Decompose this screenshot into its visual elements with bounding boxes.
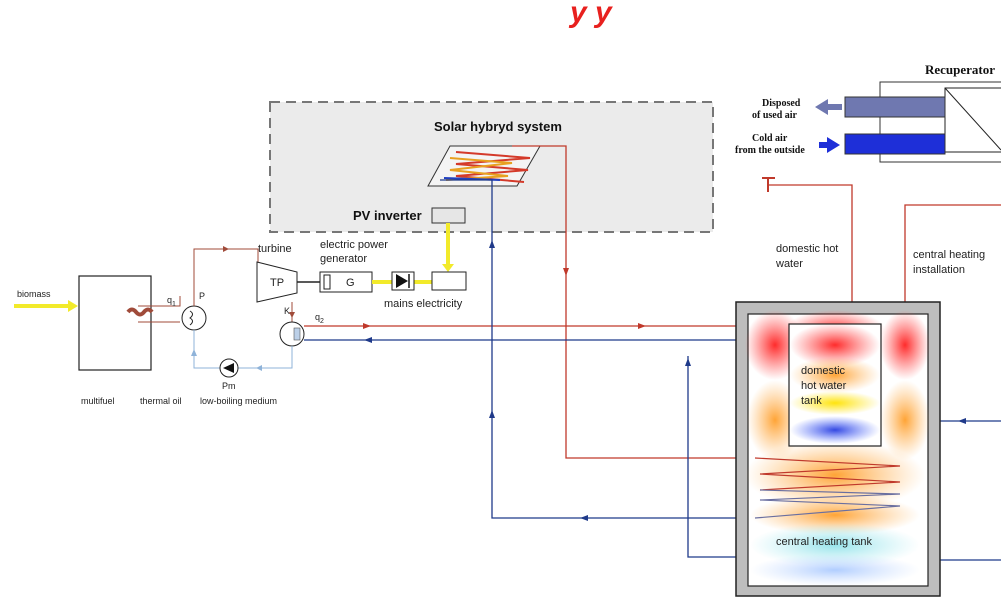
orc-cold-line xyxy=(193,330,293,369)
p-label: P xyxy=(199,291,205,301)
electric-arrow-down xyxy=(442,264,454,272)
recuperator-label: Recuperator xyxy=(925,62,995,77)
title-fragment: y y xyxy=(568,0,613,29)
multifuel-label: multifuel xyxy=(81,396,115,406)
pv-inverter-label: PV inverter xyxy=(353,208,422,223)
epg-label-2: generator xyxy=(320,253,367,265)
low-boiling-label: low-boiling medium xyxy=(200,396,277,406)
biomass-label: biomass xyxy=(17,289,51,299)
solar-system-label: Solar hybryd system xyxy=(434,119,562,134)
solar-hot-pipe xyxy=(512,145,755,459)
solar-coil-in-tank xyxy=(754,457,901,491)
evaporator-p xyxy=(181,305,207,331)
multifuel-boiler xyxy=(78,275,152,371)
k-label: K xyxy=(284,306,290,316)
dhw-tank-label-2: hot water xyxy=(801,380,847,392)
biomass-arrow xyxy=(68,300,78,312)
q1-label: q1 xyxy=(167,295,176,308)
chi-label-1: central heating xyxy=(913,249,985,261)
cold-air-arrow xyxy=(819,137,840,153)
turbine-tp-label: TP xyxy=(270,277,284,289)
turbine-tp xyxy=(256,261,298,303)
pv-inverter-box xyxy=(431,207,466,224)
used-air-duct xyxy=(845,97,945,117)
central-heating-return-pipe xyxy=(687,356,755,558)
boiler-coil xyxy=(126,307,154,317)
solar-coil-warm xyxy=(445,157,513,181)
return-coil-in-tank xyxy=(754,489,901,519)
dhw-temperature-gradient xyxy=(790,323,880,444)
mains-box xyxy=(431,271,467,291)
solar-cold-pipe xyxy=(440,179,755,519)
cold-air-label-2: from the outside xyxy=(735,145,805,156)
thermal-oil-loop-top xyxy=(138,296,181,307)
central-tank-label: central heating tank xyxy=(776,536,873,548)
dhw-tank-label-3: tank xyxy=(801,395,822,407)
epg-label-1: electric power xyxy=(320,239,388,251)
central-heating-outlet-pipe xyxy=(904,204,1001,310)
disposed-label-1: Disposed xyxy=(762,98,801,109)
used-air-arrow xyxy=(815,99,842,115)
recuperator-core xyxy=(944,87,1001,153)
thermal-oil-label: thermal oil xyxy=(140,396,182,406)
q2-label: q2 xyxy=(315,312,324,325)
condenser-k xyxy=(279,321,305,347)
dhw-label-2: water xyxy=(775,258,803,270)
pm-label: Pm xyxy=(222,381,236,391)
disposed-label-2: of used air xyxy=(752,110,798,121)
solar-coil-hot xyxy=(455,151,531,183)
mains-label: mains electricity xyxy=(384,298,463,310)
dhw-tank-label-1: domestic xyxy=(801,365,846,377)
generator-g-label: G xyxy=(346,277,355,289)
chi-label-2: installation xyxy=(913,264,965,276)
turbine-label: turbine xyxy=(258,243,292,255)
cold-air-duct xyxy=(845,134,945,154)
cold-air-label-1: Cold air xyxy=(752,133,788,144)
dhw-label-1: domestic hot xyxy=(776,243,838,255)
